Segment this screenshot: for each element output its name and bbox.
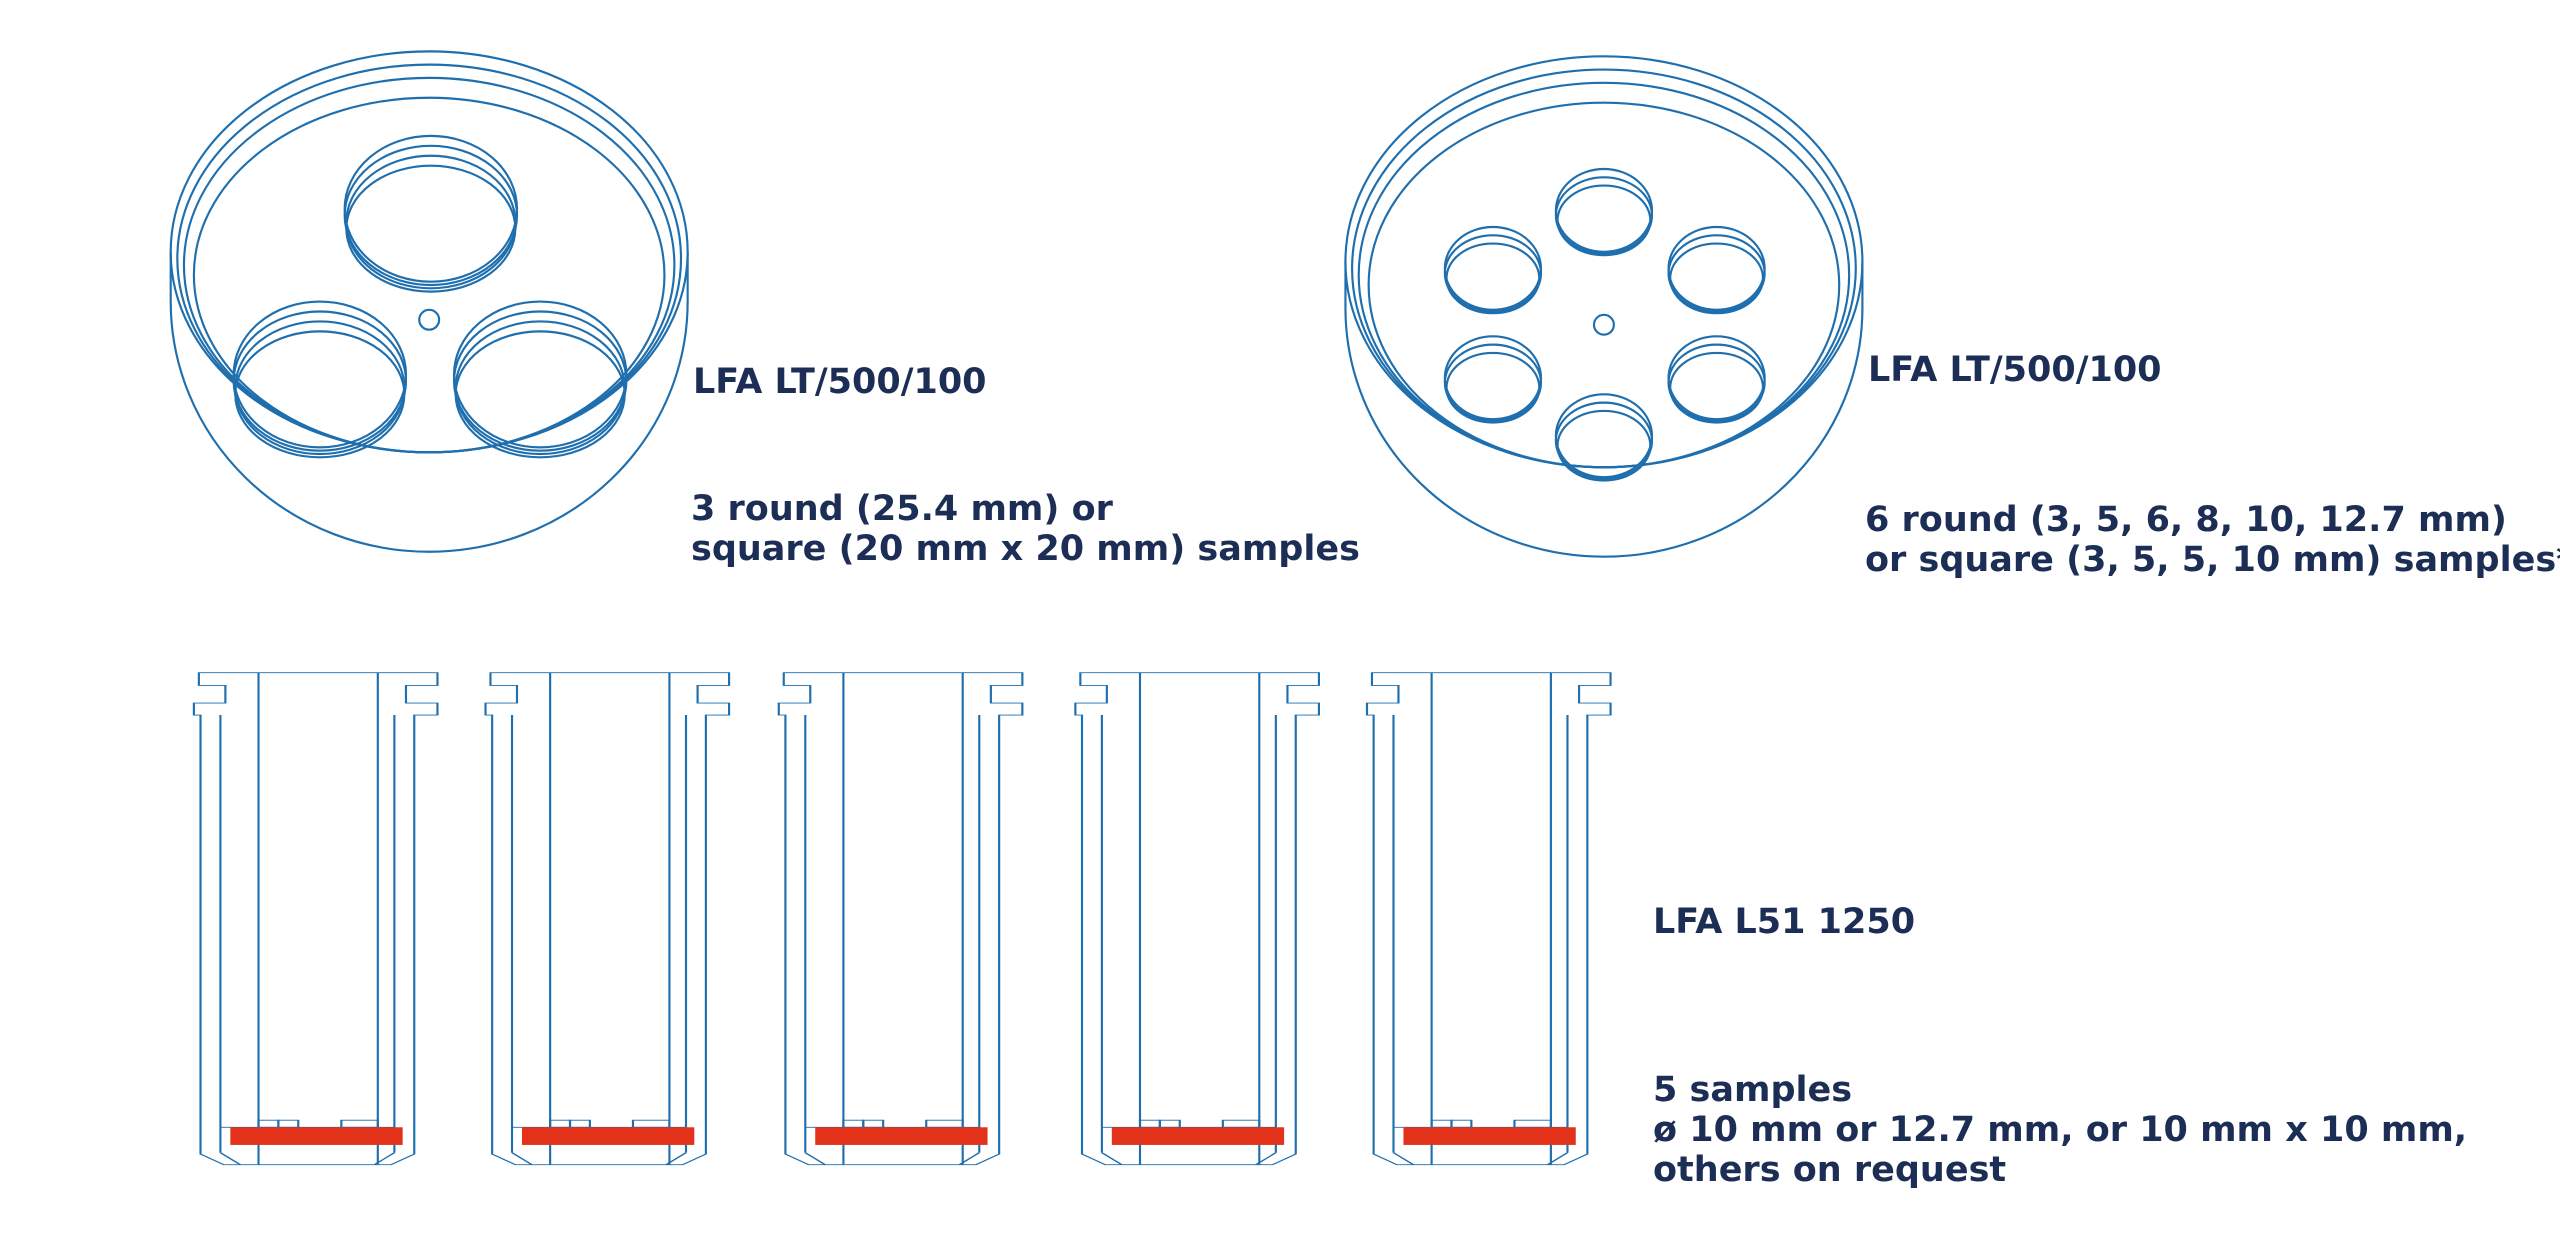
- sample-pocket: [1443, 225, 1543, 315]
- sample-pocket: [1667, 225, 1766, 315]
- sample-tube: [1365, 671, 1612, 1166]
- holder-1-capacity-line-1: 3 round (25.4 mm) or: [691, 489, 1113, 529]
- sample-pocket: [343, 134, 519, 293]
- holder-2-capacity-line-1: 6 round (3, 5, 6, 8, 10, 12.7 mm): [1865, 500, 2507, 540]
- six-sample-holder: [1344, 55, 1864, 558]
- sample-pocket: [1667, 335, 1766, 424]
- sample-pocket: [1554, 167, 1654, 257]
- sample-tube: [484, 671, 731, 1166]
- holder-3-capacity-line-3: others on request: [1653, 1150, 2007, 1190]
- five-sample-holder: [192, 671, 1612, 1166]
- sample-tube: [1074, 671, 1321, 1166]
- three-sample-holder: [169, 50, 689, 553]
- holder-1-capacity-line-2: square (20 mm x 20 mm) samples: [691, 529, 1360, 569]
- holder-3-capacity-line-1: 5 samples: [1653, 1070, 1853, 1110]
- sample-pocket: [452, 300, 628, 459]
- holder-1-model: LFA LT/500/100: [693, 362, 987, 402]
- sample-pocket: [1554, 393, 1654, 482]
- holder-3-model: LFA L51 1250: [1653, 902, 1916, 942]
- holder-2-model: LFA LT/500/100: [1868, 350, 2162, 390]
- sample-tube: [777, 671, 1024, 1166]
- holder-3-capacity-line-2: ø 10 mm or 12.7 mm, or 10 mm x 10 mm,: [1653, 1110, 2468, 1150]
- holder-2-capacity-line-2: or square (3, 5, 5, 10 mm) samples*: [1865, 540, 2560, 580]
- sample-tube: [192, 671, 439, 1166]
- sample-pocket: [1443, 335, 1543, 424]
- holder-2-capacity: 6 round (3, 5, 6, 8, 10, 12.7 mm) or squ…: [1865, 500, 2560, 580]
- holder-1-capacity: 3 round (25.4 mm) or square (20 mm x 20 …: [691, 489, 1360, 569]
- holder-3-capacity: 5 samples ø 10 mm or 12.7 mm, or 10 mm x…: [1653, 1070, 2467, 1190]
- sample-pocket: [232, 300, 408, 459]
